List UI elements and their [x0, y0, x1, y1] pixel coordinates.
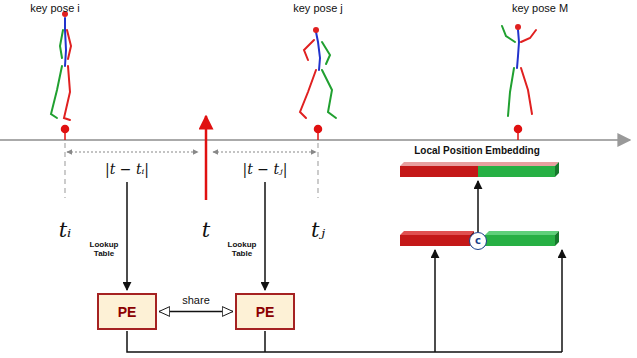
output-wires — [127, 181, 562, 352]
distance-label: |t − tᵢ| — [105, 162, 149, 177]
lookup-label: Lookup Table — [222, 241, 262, 259]
dashed-guides — [65, 143, 318, 198]
pose-label: key pose i — [30, 2, 80, 14]
lookup-label: Lookup Table — [84, 241, 124, 259]
time-label: t — [202, 219, 210, 242]
lookup-arrows — [127, 182, 265, 290]
pe-box: PE — [235, 293, 295, 330]
stick-figure — [51, 11, 536, 120]
distance-label: |t − tⱼ| — [242, 162, 287, 177]
key-pose-markers — [62, 126, 522, 141]
distance-arrows — [67, 151, 316, 152]
edge-label: share — [180, 294, 212, 306]
query-time-arrow — [205, 116, 208, 200]
pose-label: key pose j — [293, 2, 343, 14]
share-arrow — [159, 311, 233, 312]
node-text: PE — [256, 304, 275, 320]
concat-circle: c — [469, 232, 487, 250]
embedding-title: Local Position Embedding — [414, 145, 540, 156]
node-text: PE — [118, 304, 137, 320]
pe-box: PE — [97, 293, 157, 330]
node-text: c — [475, 236, 481, 246]
time-label: tⱼ — [311, 219, 325, 242]
time-label: tᵢ — [59, 219, 72, 242]
pose-label: key pose M — [512, 2, 568, 14]
time-axis — [0, 140, 630, 141]
